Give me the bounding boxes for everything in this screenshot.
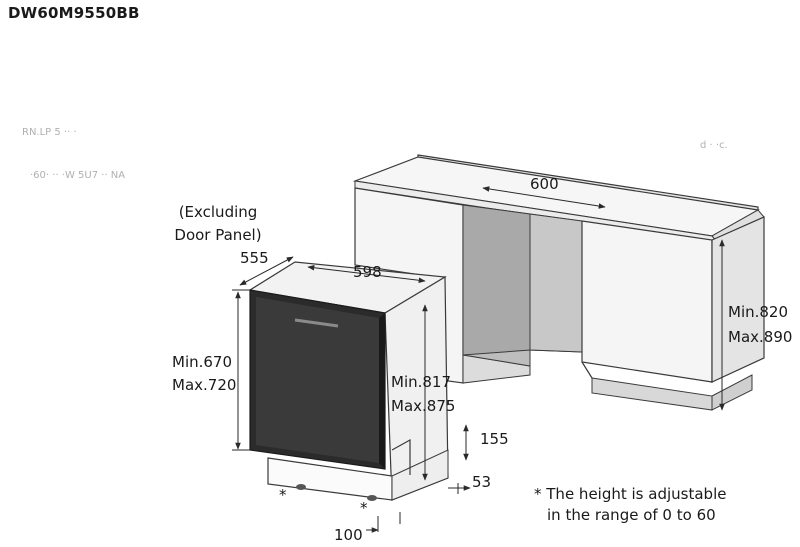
- niche-max-label: Max.875: [391, 397, 455, 415]
- footnote-line1: * The height is adjustable: [534, 485, 726, 503]
- ghost-text: d · ·c.: [700, 140, 728, 151]
- excluding-label-line1: (Excluding: [179, 203, 258, 221]
- model-title: DW60M9550BB: [8, 4, 140, 22]
- height-min-label: Min.670: [172, 353, 232, 371]
- ghost-text: ·60· ·· ·W 5U7 ·· NA: [30, 170, 125, 181]
- kitchen-cabinet: [352, 154, 765, 411]
- counter-min-label: Min.820: [728, 303, 788, 321]
- plinth-height-label: 155: [480, 430, 509, 448]
- dishwasher-unit: [248, 261, 449, 501]
- plinth-offset-label: 53: [472, 473, 491, 491]
- cabinet-width-label: 600: [530, 175, 559, 193]
- depth-label: 555: [240, 249, 269, 267]
- ghost-text: RN.LP 5 ·· ·: [22, 127, 77, 138]
- height-max-label: Max.720: [172, 376, 236, 394]
- excluding-label-line2: Door Panel): [174, 226, 261, 244]
- footnote-line2: in the range of 0 to 60: [547, 506, 716, 524]
- plinth-depth-label: 100: [334, 526, 363, 544]
- asterisk-marker: *: [279, 486, 287, 504]
- dimension-lines: [232, 186, 725, 533]
- width-label: 598: [353, 263, 382, 281]
- counter-max-label: Max.890: [728, 328, 792, 346]
- asterisk-marker: *: [360, 499, 368, 517]
- niche-min-label: Min.817: [391, 373, 451, 391]
